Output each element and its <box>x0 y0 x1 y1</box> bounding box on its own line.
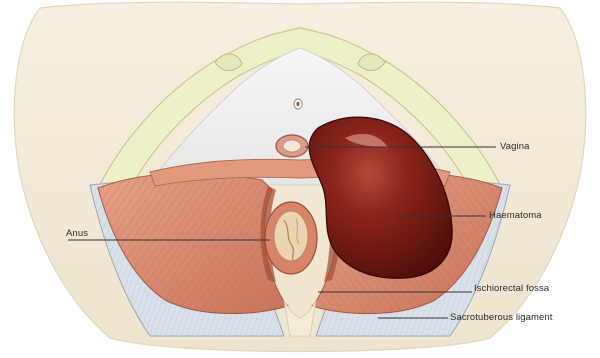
label-anus: Anus <box>66 228 88 239</box>
vaginal-opening <box>276 135 308 157</box>
urethral-meatus <box>296 102 299 107</box>
label-sacrotuberous-ligament: Sacrotuberous ligament <box>450 312 553 323</box>
label-ischiorectal-fossa: Ischiorectal fossa <box>474 283 549 294</box>
anus <box>265 202 317 274</box>
label-vagina: Vagina <box>500 141 529 152</box>
label-haematoma: Haematoma <box>489 210 542 221</box>
